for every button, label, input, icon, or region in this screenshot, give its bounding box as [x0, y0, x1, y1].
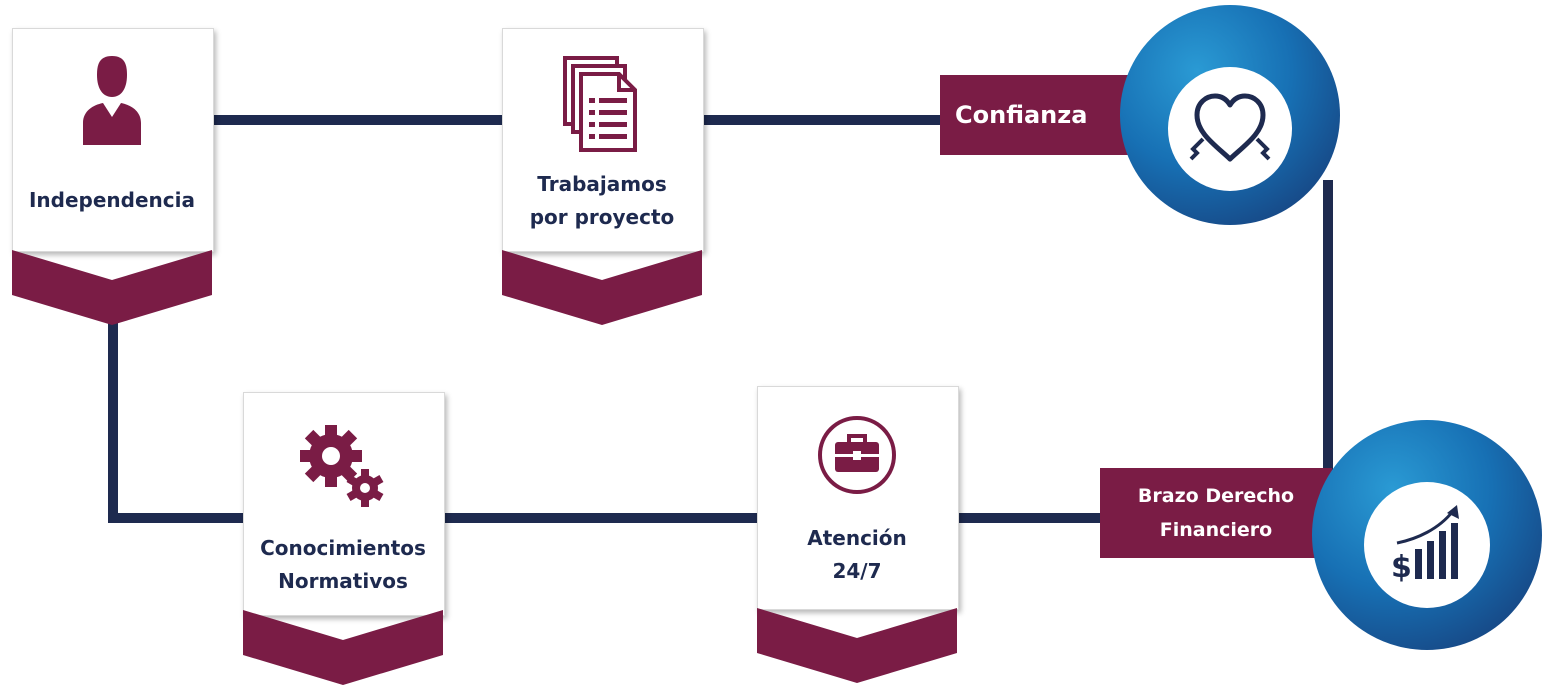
- card-label: Trabajamos por proyecto: [529, 172, 675, 229]
- card-ribbon: [757, 608, 957, 683]
- card-label: Atención 24/7: [807, 526, 907, 583]
- heart-ribbon-icon: [1189, 93, 1271, 162]
- svg-text:$: $: [1391, 550, 1412, 585]
- card-ribbon: [12, 250, 212, 325]
- dollar-growth-chart-icon: $: [1391, 505, 1459, 585]
- card-label: Independencia: [28, 188, 195, 212]
- brazo-derecho-circle: $: [1312, 420, 1542, 650]
- briefcase-icon: [818, 416, 896, 494]
- brazo-derecho-tag: Brazo Derecho Financiero: [1100, 468, 1332, 558]
- card-atencion: Atención 24/7: [757, 386, 959, 689]
- connector-independencia-conocimientos: [108, 300, 245, 523]
- card-independencia: Independencia: [12, 28, 214, 326]
- card-conocimientos: Conocimientos Normativos: [243, 392, 445, 689]
- card-label: Conocimientos Normativos: [260, 536, 426, 593]
- confianza-circle: [1120, 5, 1340, 225]
- card-trabajamos: Trabajamos por proyecto: [502, 28, 704, 326]
- documents-icon: [563, 56, 637, 152]
- card-ribbon: [502, 250, 702, 325]
- brazo-icon-disc: $: [1364, 482, 1490, 608]
- gears-icon: [300, 425, 384, 507]
- confianza-icon-disc: [1168, 67, 1292, 191]
- card-ribbon: [243, 610, 443, 685]
- card-panel: [243, 392, 445, 616]
- card-panel: [757, 386, 959, 610]
- person-icon: [83, 56, 141, 145]
